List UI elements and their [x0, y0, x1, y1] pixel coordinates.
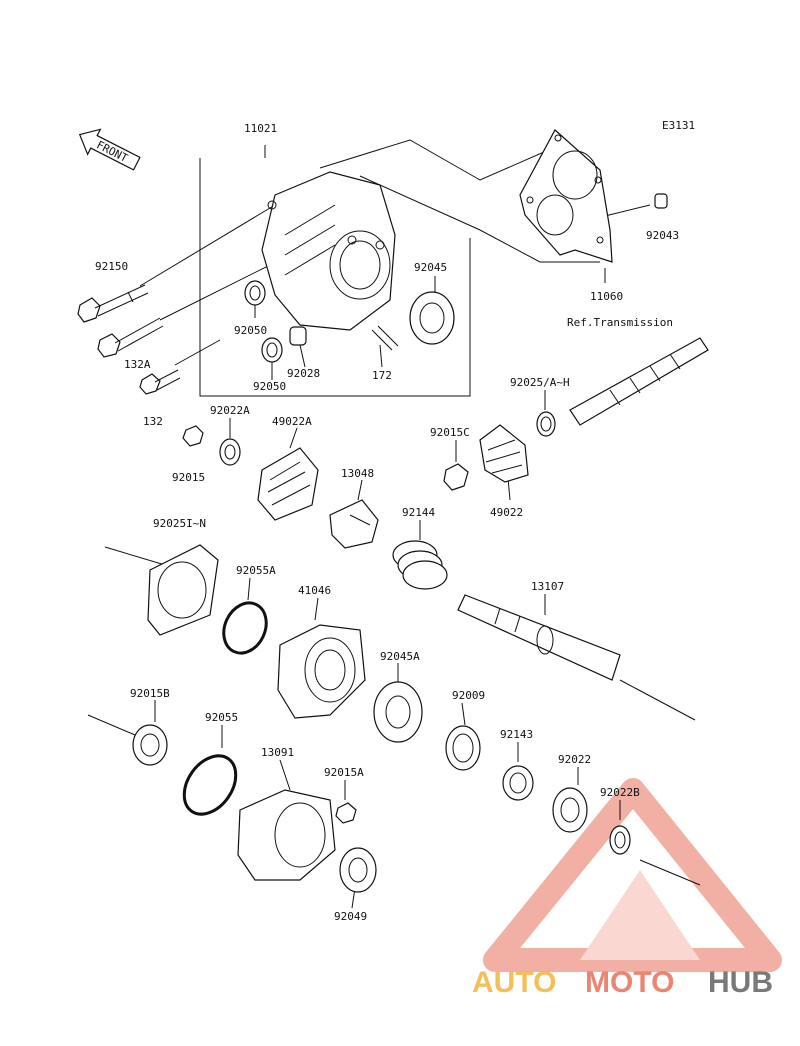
locknut-92015B [132, 724, 168, 766]
label-92022B: 92022B [600, 786, 640, 799]
watermark-hub: HUB [708, 966, 773, 999]
ball-bearing-92045A [373, 681, 423, 743]
gasket-11060 [519, 129, 613, 263]
housing-13091 [237, 789, 336, 881]
label-92015B: 92015B [130, 687, 170, 700]
joint-13048 [329, 499, 379, 549]
label-92022A: 92022A [210, 404, 250, 417]
washer-92022B [609, 825, 631, 855]
label-92049: 92049 [334, 910, 367, 923]
label-92050-a: 92050 [234, 324, 267, 337]
spring-92144 [392, 540, 448, 590]
label-41046: 41046 [298, 584, 331, 597]
label-92015A: 92015A [324, 766, 364, 779]
front-arrow-icon: FRONT [78, 128, 141, 171]
bolt-132A [97, 317, 164, 358]
o-ring-92055 [182, 754, 238, 816]
nut-92015C [443, 463, 469, 491]
bevel-gear-49022 [479, 424, 529, 483]
label-92025IN: 92025I~N [153, 517, 206, 530]
label-92043: 92043 [646, 229, 679, 242]
bearing-92049 [339, 847, 377, 893]
label-92150: 92150 [95, 260, 128, 273]
label-11060: 11060 [590, 290, 623, 303]
shim-plate-92025IN [147, 544, 219, 636]
bolt-132 [139, 369, 181, 395]
label-92022: 92022 [558, 753, 591, 766]
label-49022: 49022 [490, 506, 523, 519]
oil-seal-92050-a [244, 280, 266, 306]
watermark-logo [483, 778, 782, 972]
label-92028: 92028 [287, 367, 320, 380]
ref-transmission-note: Ref.Transmission [567, 316, 673, 329]
label-92055: 92055 [205, 711, 238, 724]
label-49022A: 49022A [272, 415, 312, 428]
shaft-13107 [457, 594, 621, 681]
shim-92025AH [536, 411, 556, 437]
label-11021: 11021 [244, 122, 277, 135]
label-172: 172 [372, 369, 392, 382]
diagram-code: E3131 [662, 119, 695, 132]
nut-92015A [335, 802, 357, 824]
oil-seal-92050-b [261, 337, 283, 363]
o-ring-92055A [222, 601, 268, 655]
label-92144: 92144 [402, 506, 435, 519]
housing-41046 [277, 624, 366, 719]
label-13091: 13091 [261, 746, 294, 759]
front-label: FRONT [94, 138, 130, 165]
label-92009: 92009 [452, 689, 485, 702]
ball-bearing-92045 [409, 291, 455, 345]
watermark-text: AUTO MOTO HUB [472, 966, 773, 999]
label-92015C: 92015C [430, 426, 470, 439]
washer-92022A [219, 438, 241, 466]
label-92055A: 92055A [236, 564, 276, 577]
bolt-92150 [77, 284, 149, 323]
label-92045: 92045 [414, 261, 447, 274]
seal-92009 [445, 725, 481, 771]
watermark-auto: AUTO [472, 966, 556, 999]
leader-lines [87, 139, 701, 909]
label-92015: 92015 [172, 471, 205, 484]
label-92050-b: 92050 [253, 380, 286, 393]
watermark-moto: MOTO [585, 966, 674, 999]
stud-172 [371, 325, 399, 351]
label-92045A: 92045A [380, 650, 420, 663]
label-13048: 13048 [341, 467, 374, 480]
label-132: 132 [143, 415, 163, 428]
label-92025AH: 92025/A~H [510, 376, 570, 389]
part-labels: 11021 11060 92043 92150 92045 92050 9205… [95, 122, 679, 923]
dowel-pin-92043 [654, 193, 668, 209]
collar-92143 [502, 765, 534, 801]
transmission-shaft [569, 337, 709, 426]
nut-92015 [182, 425, 204, 447]
bevel-gear-49022A [257, 447, 319, 521]
label-92143: 92143 [500, 728, 533, 741]
lock-washer-92022 [552, 787, 588, 833]
gear-case-11021 [261, 171, 396, 331]
collar-92028 [289, 326, 307, 346]
label-13107: 13107 [531, 580, 564, 593]
label-132A: 132A [124, 358, 151, 371]
